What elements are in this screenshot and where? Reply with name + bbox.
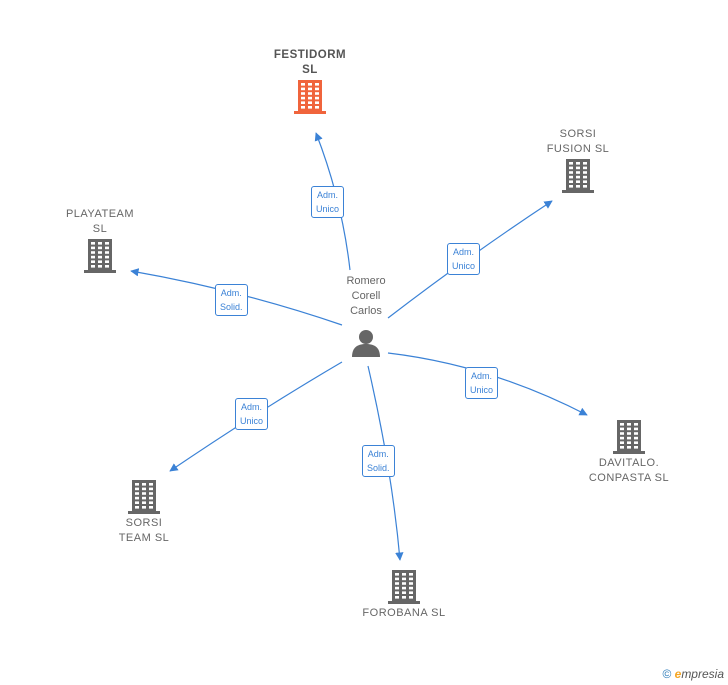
relation-label-sorsi-fusion[interactable]: Adm. Unico	[447, 243, 481, 275]
brand-logo-e: e	[674, 667, 682, 681]
company-node-davitalo[interactable]: DAVITALO. CONPASTA SL	[571, 418, 687, 486]
person-node[interactable]: Romero Corell Carlos	[326, 274, 406, 359]
company-node-playateam[interactable]: PLAYATEAM SL	[52, 207, 148, 275]
building-icon	[84, 239, 116, 273]
building-icon	[613, 420, 645, 454]
copyright-icon: ©	[662, 667, 672, 681]
relation-label-sorsi-team[interactable]: Adm. Unico	[235, 398, 269, 430]
company-node-forobana[interactable]: FOROBANA SL	[346, 568, 462, 621]
company-label: SORSI FUSION SL	[546, 128, 610, 155]
company-label: SORSI TEAM SL	[118, 517, 170, 544]
building-icon	[562, 159, 594, 193]
person-label: Romero Corell Carlos	[346, 275, 386, 317]
footer-brand: © empresia	[662, 667, 724, 681]
relation-label-davitalo[interactable]: Adm. Unico	[465, 367, 499, 399]
building-icon	[294, 80, 326, 114]
building-icon	[128, 480, 160, 514]
building-icon	[388, 570, 420, 604]
brand-logo-text: mpresia	[681, 667, 724, 681]
company-node-sorsi-fusion[interactable]: SORSI FUSION SL	[530, 127, 626, 195]
company-node-sorsi-team[interactable]: SORSI TEAM SL	[96, 478, 192, 546]
relation-label-festidorm[interactable]: Adm. Unico	[311, 186, 345, 218]
company-label: DAVITALO. CONPASTA SL	[588, 457, 670, 484]
company-node-festidorm[interactable]: FESTIDORM SL	[262, 48, 358, 116]
company-label: FESTIDORM SL	[273, 49, 347, 76]
relation-label-forobana[interactable]: Adm. Solid.	[362, 445, 395, 477]
relation-label-playateam[interactable]: Adm. Solid.	[215, 284, 248, 316]
company-label: PLAYATEAM SL	[65, 208, 135, 235]
company-label: FOROBANA SL	[362, 607, 446, 619]
person-icon	[352, 330, 380, 357]
